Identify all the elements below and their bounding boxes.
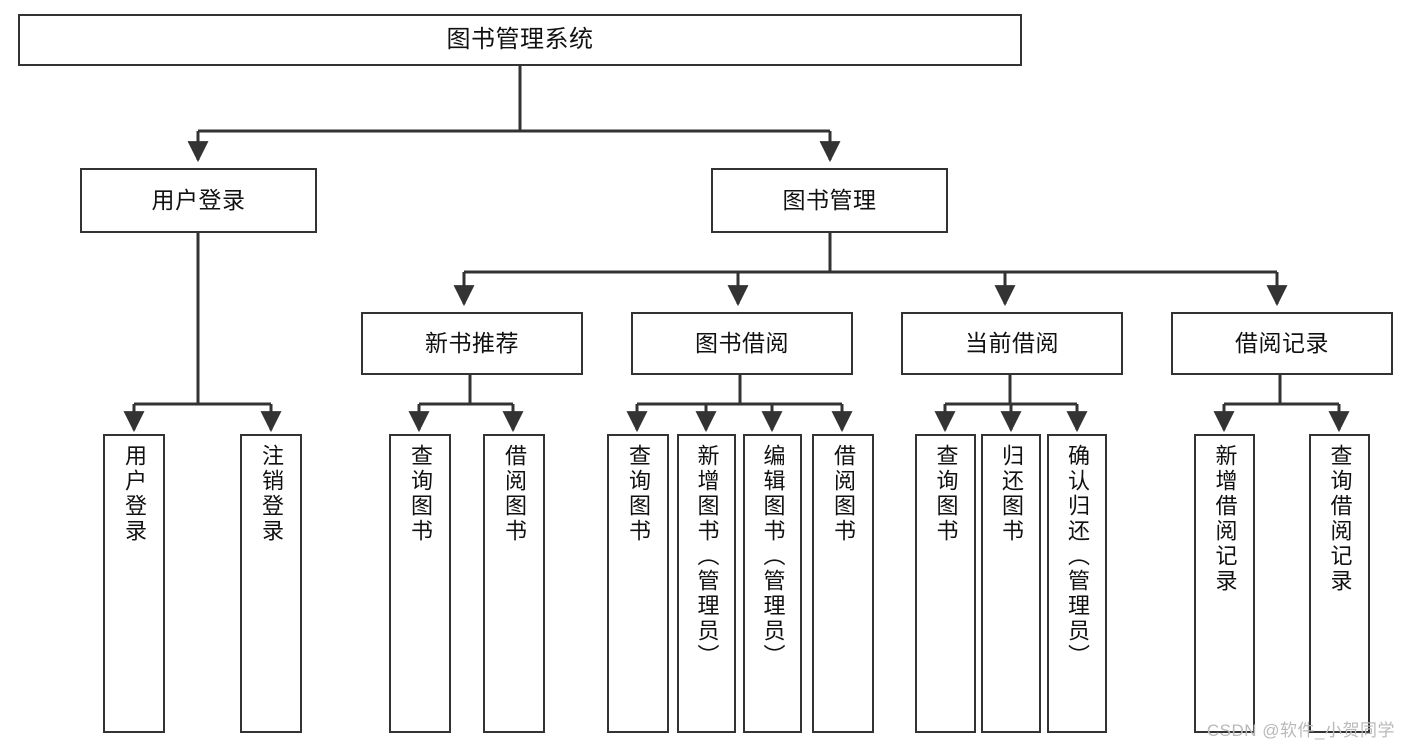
node-leaf-user-login[interactable]: 用户登录: [103, 434, 165, 733]
node-label: 用户登录: [151, 186, 246, 213]
node-label: 借阅图书: [831, 444, 856, 544]
node-label: 编辑图书（管理员）: [760, 444, 786, 669]
node-label: 新增图书（管理员）: [694, 444, 720, 669]
node-label: 查询图书: [408, 444, 433, 544]
node-label: 注销登录: [259, 444, 284, 544]
node-label: 借阅记录: [1235, 329, 1329, 356]
node-leaf-borrow-book-2[interactable]: 借阅图书: [812, 434, 874, 733]
node-book-borrow[interactable]: 图书借阅: [631, 312, 853, 375]
node-leaf-confirm-return[interactable]: 确认归还（管理员）: [1047, 434, 1107, 733]
node-book-management[interactable]: 图书管理: [711, 168, 948, 233]
node-label: 图书管理: [782, 186, 877, 213]
node-leaf-query-book-1[interactable]: 查询图书: [389, 434, 451, 733]
node-leaf-add-book[interactable]: 新增图书（管理员）: [677, 434, 736, 733]
node-leaf-logout-login[interactable]: 注销登录: [240, 434, 302, 733]
node-leaf-add-borrow-record[interactable]: 新增借阅记录: [1194, 434, 1255, 733]
node-current-borrow[interactable]: 当前借阅: [901, 312, 1123, 375]
node-user-login[interactable]: 用户登录: [80, 168, 317, 233]
node-label: 图书管理系统: [446, 25, 594, 53]
node-label: 用户登录: [122, 444, 147, 544]
node-label: 查询图书: [626, 444, 651, 544]
node-label: 确认归还（管理员）: [1065, 444, 1090, 669]
node-root-system[interactable]: 图书管理系统: [18, 14, 1022, 66]
node-leaf-borrow-book-1[interactable]: 借阅图书: [483, 434, 545, 733]
node-leaf-return-book[interactable]: 归还图书: [981, 434, 1041, 733]
node-new-book-recommend[interactable]: 新书推荐: [361, 312, 583, 375]
node-leaf-query-book-2[interactable]: 查询图书: [607, 434, 669, 733]
node-label: 归还图书: [999, 444, 1024, 544]
node-label: 查询借阅记录: [1327, 444, 1353, 594]
node-label: 新增借阅记录: [1212, 444, 1238, 594]
node-leaf-query-borrow-record[interactable]: 查询借阅记录: [1309, 434, 1370, 733]
node-leaf-query-book-3[interactable]: 查询图书: [915, 434, 976, 733]
watermark-text: CSDN @软件_小贺同学: [1206, 721, 1395, 740]
node-label: 借阅图书: [502, 444, 527, 544]
node-leaf-edit-book[interactable]: 编辑图书（管理员）: [743, 434, 802, 733]
node-label: 新书推荐: [425, 329, 519, 356]
node-label: 当前借阅: [965, 329, 1059, 356]
node-borrow-record[interactable]: 借阅记录: [1171, 312, 1393, 375]
node-label: 查询图书: [933, 444, 959, 544]
node-label: 图书借阅: [695, 329, 789, 356]
